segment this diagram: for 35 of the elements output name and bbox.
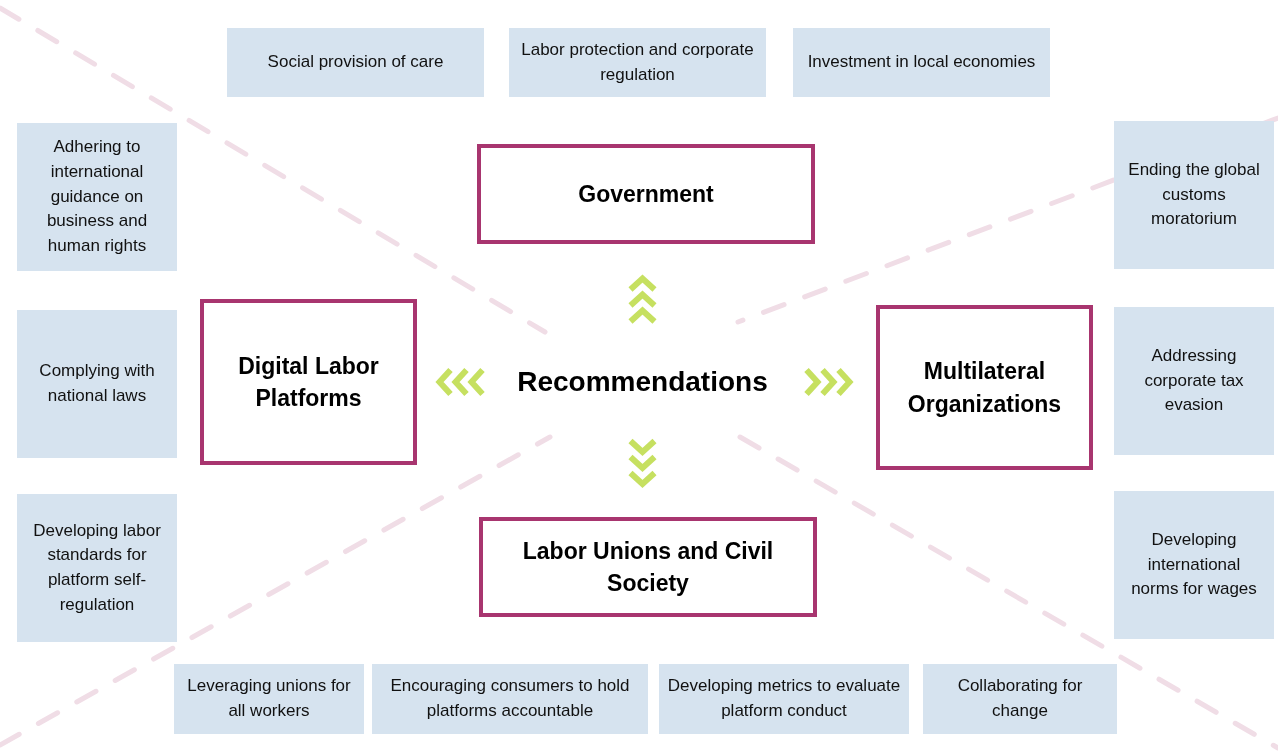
- box-label: Developing metrics to evaluate platform conduct: [667, 675, 901, 722]
- box-label: Adhering to international guidance on business and human rights: [45, 136, 149, 257]
- recommendation-box: [923, 664, 1117, 734]
- recommendation-box: [17, 123, 177, 271]
- recommendation-box: [227, 28, 484, 97]
- box-label: Labor protection and corporate regulation: [520, 38, 755, 86]
- stakeholder-box: [477, 144, 815, 244]
- box-label: Developing international norms for wages: [1130, 529, 1258, 601]
- stakeholder-box: [876, 305, 1093, 470]
- recommendation-box: [17, 310, 177, 458]
- recommendation-box: [17, 494, 177, 642]
- recommendation-box: [372, 664, 648, 734]
- box-label: Developing labor standards for platform self-regulation: [32, 519, 162, 616]
- box-label: Collaborating for change: [956, 675, 1084, 722]
- box-label: Multilateral Organizations: [906, 357, 1063, 419]
- box-label: Digital Labor Platforms: [237, 351, 380, 413]
- box-label: Encouraging consumers to hold platforms accountable: [389, 675, 631, 722]
- stakeholder-box: [479, 517, 817, 617]
- box-label: Government: [578, 179, 714, 209]
- recommendation-box: [659, 664, 909, 734]
- box-label: Investment in local economies: [807, 51, 1036, 74]
- recommendation-box: [1114, 491, 1274, 639]
- central-heading: Recommendations: [517, 366, 768, 398]
- recommendation-box: [793, 28, 1050, 97]
- recommendation-box: [1114, 307, 1274, 455]
- recommendation-box: [1114, 121, 1274, 269]
- recommendation-box: [509, 28, 766, 97]
- box-label: Ending the global customs moratorium: [1127, 159, 1261, 231]
- box-label: Complying with national laws: [38, 360, 156, 407]
- box-label: Addressing corporate tax evasion: [1143, 345, 1245, 417]
- recommendation-box: [174, 664, 364, 734]
- box-label: Labor Unions and Civil Society: [521, 536, 775, 598]
- box-label: Social provision of care: [267, 51, 444, 74]
- stakeholder-box: [200, 299, 417, 465]
- box-label: Leveraging unions for all workers: [186, 675, 352, 722]
